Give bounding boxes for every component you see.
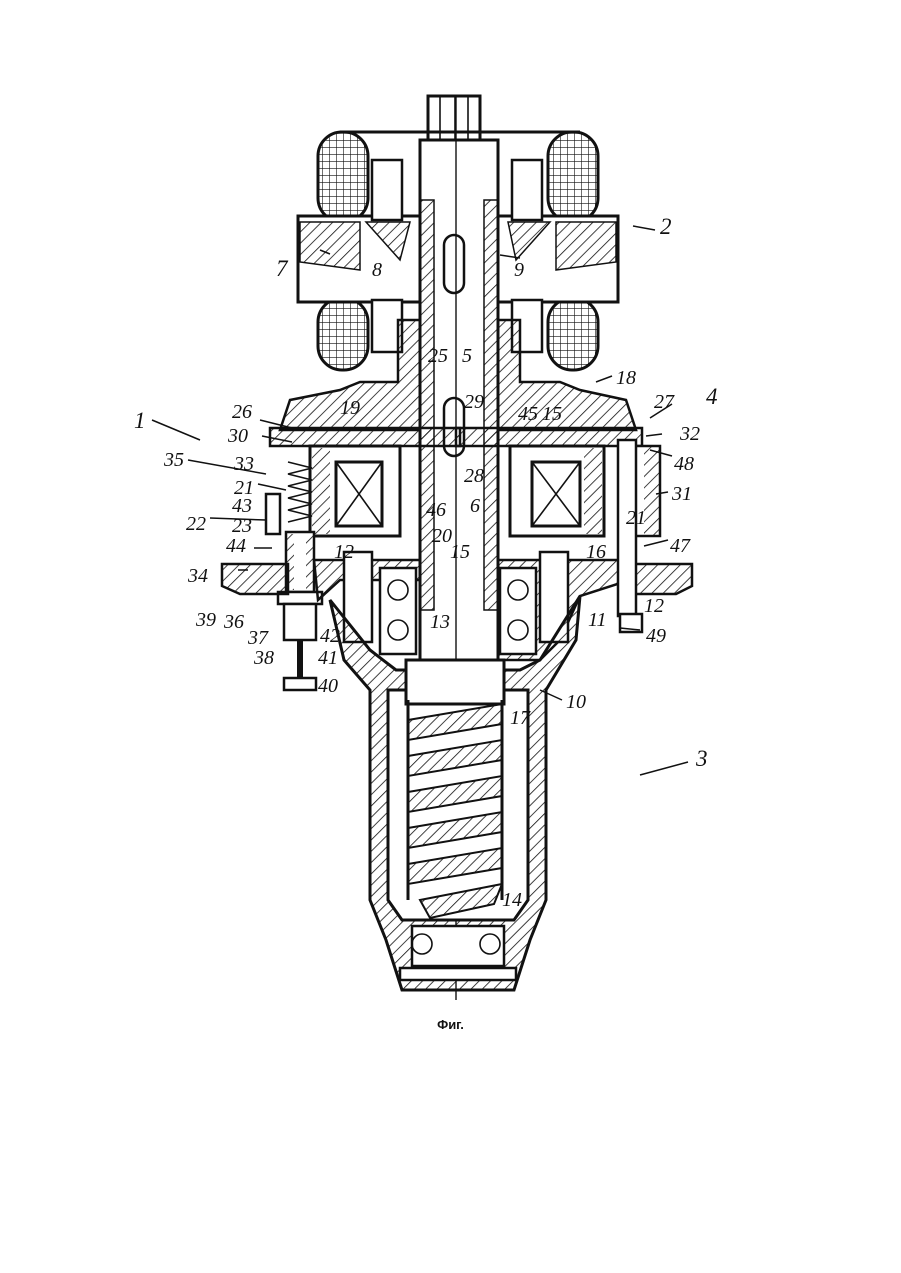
ref-26: 26: [232, 401, 252, 423]
ref-3: 3: [695, 746, 708, 771]
ref-9: 9: [514, 259, 524, 281]
ref-49: 49: [646, 625, 666, 647]
ref-27: 27: [654, 391, 675, 413]
ref-33: 33: [233, 453, 254, 475]
ref-36: 36: [223, 611, 244, 633]
coil-right: [510, 446, 604, 536]
ref-25: 25: [428, 345, 448, 367]
ref-12a: 12: [334, 541, 354, 563]
ref-37: 37: [247, 627, 269, 649]
ref-38: 38: [253, 647, 274, 669]
ref-29: 29: [464, 391, 484, 413]
ref-8: 8: [372, 259, 382, 281]
figure-caption: Фиг.: [0, 1017, 901, 1032]
ref-31: 31: [671, 483, 692, 505]
ref-13: 13: [430, 611, 450, 633]
ref-32: 32: [679, 423, 700, 445]
ref-15a: 15: [542, 403, 562, 425]
coil-left: [310, 446, 400, 536]
ref-47: 47: [670, 535, 691, 557]
ref-43: 43: [232, 495, 252, 517]
ref-23: 23: [232, 515, 252, 537]
ref-19: 19: [340, 397, 360, 419]
ref-30: 30: [227, 425, 248, 447]
ref-15b: 15: [450, 541, 470, 563]
ref-7: 7: [276, 256, 289, 281]
ref-44: 44: [226, 535, 246, 557]
ref-42: 42: [320, 625, 340, 647]
ref-12b: 12: [644, 595, 664, 617]
ref-39: 39: [195, 609, 216, 631]
ref-28: 28: [464, 465, 484, 487]
ref-10: 10: [566, 691, 586, 713]
ref-41: 41: [318, 647, 338, 669]
ref-4: 4: [706, 384, 718, 409]
ref-45: 45: [518, 403, 538, 425]
ref-46: 46: [426, 499, 446, 521]
ref-48: 48: [674, 453, 694, 475]
ref-18: 18: [616, 367, 636, 389]
ref-34: 34: [187, 565, 208, 587]
ref-1: 1: [134, 408, 146, 433]
ref-17: 17: [510, 707, 531, 729]
ref-40: 40: [318, 675, 338, 697]
ref-21b: 21: [626, 507, 646, 529]
shaft-top: [428, 96, 480, 141]
ref-2: 2: [660, 214, 672, 239]
ref-6: 6: [470, 495, 480, 517]
ref-11: 11: [588, 609, 607, 631]
ref-5: 5: [462, 345, 472, 367]
ref-16: 16: [586, 541, 606, 563]
ref-14: 14: [502, 889, 522, 911]
ref-20: 20: [432, 525, 452, 547]
ref-22: 22: [186, 513, 206, 535]
ref-35: 35: [163, 449, 184, 471]
